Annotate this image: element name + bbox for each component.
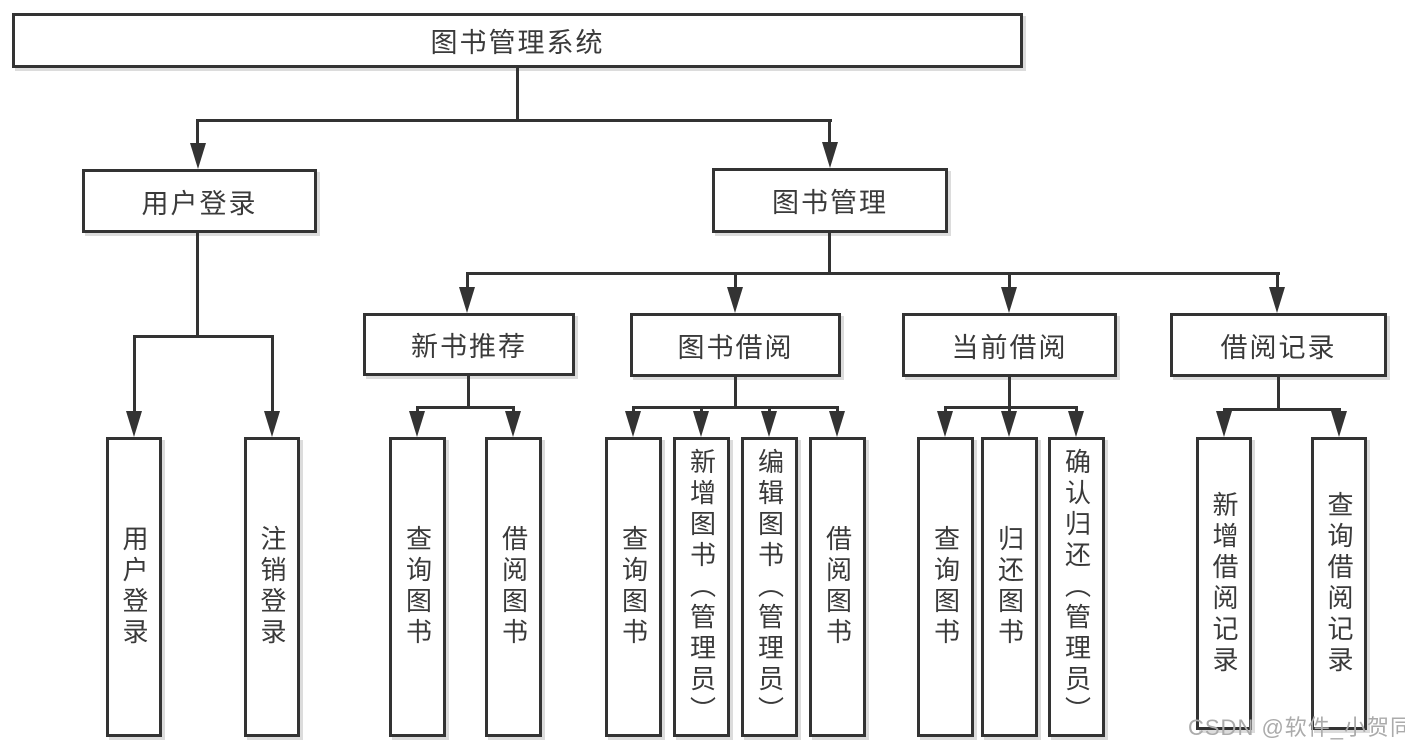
connector-line	[271, 335, 274, 415]
node-book-mgmt-label: 图书管理	[772, 188, 888, 218]
connector-line	[196, 119, 199, 147]
leaf-query-borrow-record-label: 查询借阅记录	[1324, 490, 1354, 677]
arrow-down-icon	[761, 411, 777, 437]
arrow-down-icon	[459, 287, 475, 313]
node-user-login-branch: 用户登录	[82, 169, 317, 233]
node-book-mgmt-branch: 图书管理	[712, 168, 948, 233]
connector-line	[133, 335, 136, 415]
leaf-add-book-admin-label: 新增图书（管理员）	[686, 447, 717, 727]
arrow-down-icon	[829, 411, 845, 437]
connector-line	[1277, 377, 1280, 410]
arrow-down-icon	[409, 411, 425, 437]
arrow-down-icon	[727, 287, 743, 313]
node-section-book-borrow: 图书借阅	[630, 313, 841, 377]
leaf-add-borrow-record-label: 新增借阅记录	[1209, 490, 1239, 677]
arrow-down-icon	[937, 411, 953, 437]
connector-line	[466, 272, 469, 294]
connector-line	[1276, 272, 1279, 294]
connector-line	[734, 377, 737, 408]
arrow-down-icon	[625, 411, 641, 437]
leaf-edit-book-admin: 编辑图书（管理员）	[741, 437, 798, 737]
section-book-borrow-label: 图书借阅	[677, 332, 794, 363]
connector-line	[828, 119, 831, 146]
arrow-down-icon	[1216, 411, 1232, 437]
connector-line	[467, 376, 470, 408]
connector-line	[734, 272, 737, 294]
arrow-down-icon	[505, 411, 521, 437]
connector-line	[196, 233, 199, 337]
arrow-down-icon	[822, 142, 838, 168]
leaf-edit-book-admin-label: 编辑图书（管理员）	[754, 447, 785, 727]
leaf-confirm-return-admin-label: 确认归还（管理员）	[1061, 447, 1092, 727]
csdn-watermark: CSDN @软件_小贺同学	[1188, 715, 1405, 740]
leaf-return-book-label: 归还图书	[994, 525, 1025, 649]
arrow-down-icon	[1331, 411, 1347, 437]
leaf-logout: 注销登录	[244, 437, 300, 737]
leaf-query-book-current: 查询图书	[917, 437, 974, 737]
arrow-down-icon	[190, 143, 206, 169]
connector-line	[133, 335, 274, 338]
leaf-borrow-book-newbook: 借阅图书	[485, 437, 542, 737]
connector-line	[1008, 272, 1011, 294]
connector-line	[466, 272, 1280, 275]
leaf-logout-label: 注销登录	[257, 525, 287, 649]
leaf-borrow-book-newbook-label: 借阅图书	[498, 525, 529, 649]
node-section-borrow-record: 借阅记录	[1170, 313, 1387, 377]
leaf-query-book-borrow: 查询图书	[605, 437, 662, 737]
arrow-down-icon	[1068, 411, 1084, 437]
node-root-system: 图书管理系统	[12, 13, 1023, 68]
connector-line	[828, 233, 831, 275]
leaf-query-book-newbook-label: 查询图书	[402, 525, 433, 649]
leaf-confirm-return-admin: 确认归还（管理员）	[1048, 437, 1105, 737]
node-section-current-borrow: 当前借阅	[902, 313, 1117, 377]
section-current-borrow-label: 当前借阅	[951, 332, 1068, 363]
section-borrow-record-label: 借阅记录	[1220, 332, 1337, 363]
connector-line	[416, 406, 515, 409]
node-section-new-book: 新书推荐	[363, 313, 575, 376]
node-root-label: 图书管理系统	[430, 28, 605, 58]
section-new-book-label: 新书推荐	[411, 332, 527, 362]
leaf-borrow-book: 借阅图书	[809, 437, 866, 737]
leaf-add-book-admin: 新增图书（管理员）	[673, 437, 730, 737]
leaf-user-login: 用户登录	[106, 437, 162, 737]
connector-line	[1008, 377, 1011, 408]
leaf-return-book: 归还图书	[981, 437, 1038, 737]
leaf-query-book-borrow-label: 查询图书	[618, 525, 649, 649]
connector-line	[516, 68, 519, 121]
arrow-down-icon	[1001, 287, 1017, 313]
arrow-down-icon	[1001, 411, 1017, 437]
arrow-down-icon	[1269, 287, 1285, 313]
leaf-user-login-label: 用户登录	[119, 525, 149, 649]
connector-line	[944, 406, 1078, 409]
arrow-down-icon	[264, 411, 280, 437]
connector-line	[1223, 408, 1341, 411]
arrow-down-icon	[126, 411, 142, 437]
leaf-query-book-current-label: 查询图书	[930, 525, 961, 649]
arrow-down-icon	[693, 411, 709, 437]
connector-line	[196, 119, 832, 122]
connector-line	[632, 406, 839, 409]
node-user-login-label: 用户登录	[141, 188, 258, 219]
leaf-add-borrow-record: 新增借阅记录	[1196, 437, 1252, 730]
leaf-borrow-book-label: 借阅图书	[822, 525, 853, 649]
leaf-query-book-newbook: 查询图书	[389, 437, 446, 737]
leaf-query-borrow-record: 查询借阅记录	[1311, 437, 1367, 730]
